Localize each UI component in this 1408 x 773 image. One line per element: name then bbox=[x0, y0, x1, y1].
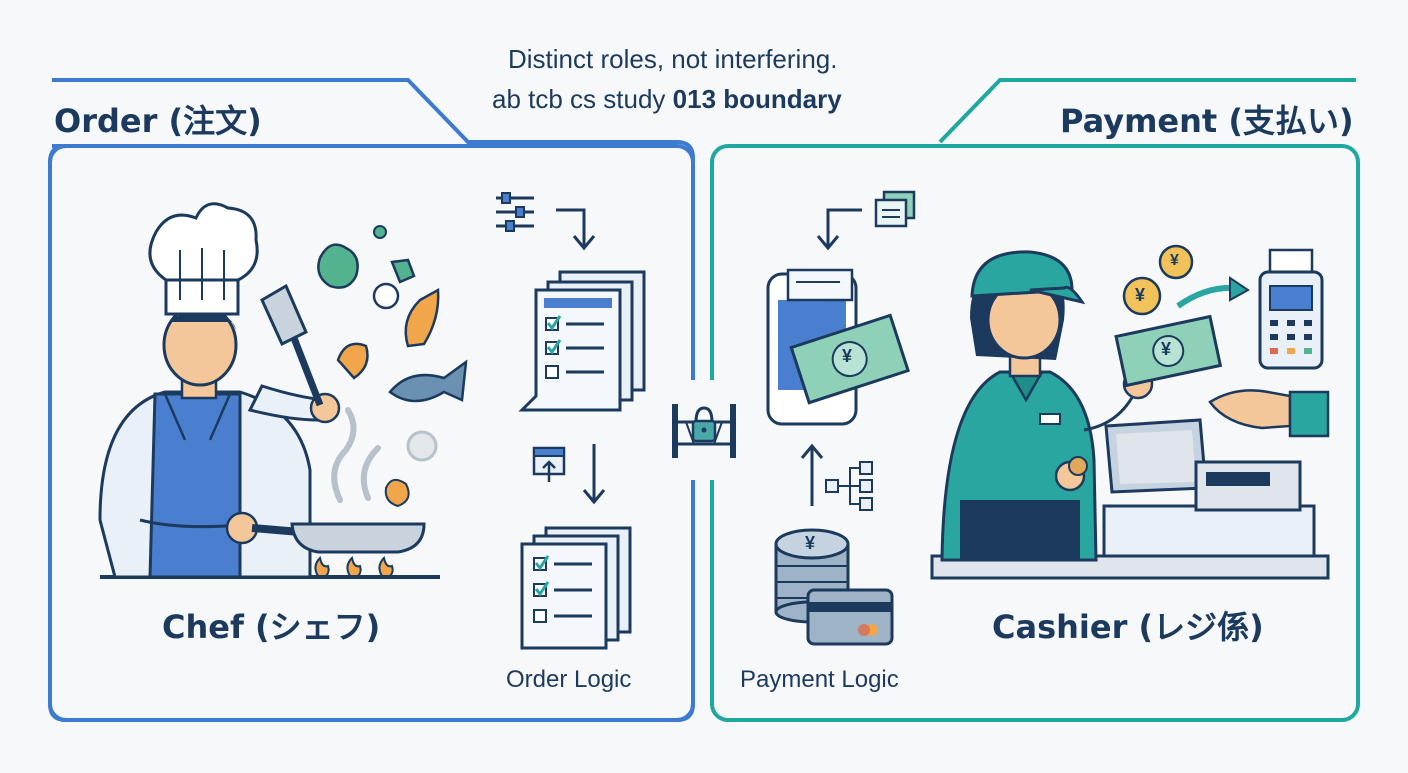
header-line-2-prefix: ab tcb cs study bbox=[492, 84, 673, 114]
sliders-icon bbox=[496, 192, 534, 232]
header-line-2-bold: 013 boundary bbox=[672, 84, 842, 114]
yen-glyph-coinstack: ¥ bbox=[805, 533, 816, 553]
payment-tab-title: Payment (支払い) bbox=[1060, 102, 1354, 140]
order-document-stack-top bbox=[518, 270, 646, 412]
phone-payment-icon bbox=[766, 268, 910, 426]
chef-role-label: Chef (シェフ) bbox=[162, 608, 381, 646]
credit-card-icon bbox=[806, 588, 894, 646]
header-line-1: Distinct roles, not interfering. bbox=[508, 44, 838, 74]
payment-logic-label: Payment Logic bbox=[740, 666, 899, 693]
cash-register-icon bbox=[1102, 418, 1316, 558]
yen-glyph-bill: ¥ bbox=[1161, 339, 1172, 359]
yen-glyph-coin-1: ¥ bbox=[1135, 285, 1146, 305]
receipt-icon bbox=[874, 190, 916, 228]
card-terminal-icon bbox=[1258, 248, 1324, 370]
order-tab-title: Order (注文) bbox=[54, 102, 262, 140]
yen-glyph-coin-2: ¥ bbox=[1170, 252, 1179, 269]
order-document-stack-bottom bbox=[520, 526, 632, 650]
header-line-2: ab tcb cs study 013 boundary bbox=[492, 84, 842, 115]
order-logic-label: Order Logic bbox=[506, 666, 632, 693]
cashier-role-label: Cashier (レジ係) bbox=[992, 608, 1264, 646]
order-logic-flow bbox=[496, 192, 646, 650]
cashier-illustration bbox=[930, 244, 1330, 580]
payment-logic-flow bbox=[766, 190, 916, 646]
transfer-box-icon bbox=[532, 446, 566, 482]
yen-glyph-phone: ¥ bbox=[842, 346, 853, 366]
lock-gate-icon bbox=[672, 404, 736, 458]
network-icon bbox=[825, 461, 873, 511]
chef-illustration bbox=[98, 202, 468, 579]
